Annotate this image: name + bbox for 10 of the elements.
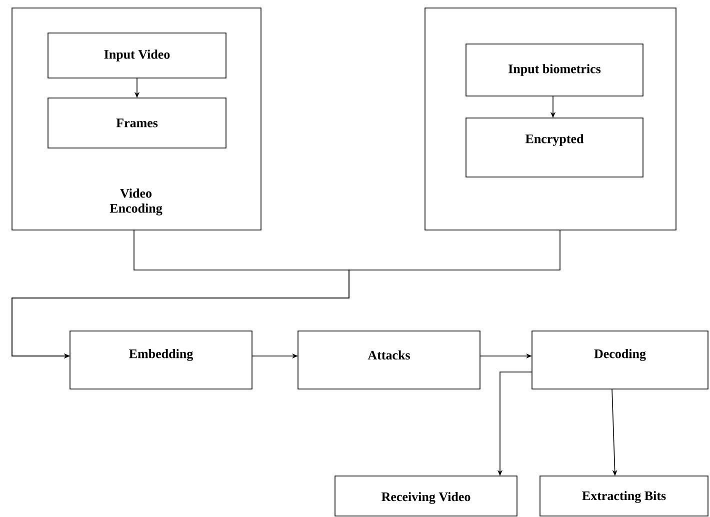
process-box: Input biometrics xyxy=(466,44,644,96)
group-box xyxy=(424,8,676,230)
process-box: Frames xyxy=(48,98,226,148)
process-box: Embedding xyxy=(70,330,252,390)
process-box: Encrypted xyxy=(466,118,644,178)
process-box: Decoding xyxy=(532,330,708,390)
process-box: Receiving Video xyxy=(334,476,518,516)
process-box: Attacks xyxy=(298,330,480,390)
process-box: Input Video xyxy=(48,32,226,78)
process-box: Extracting Bits xyxy=(540,476,708,516)
